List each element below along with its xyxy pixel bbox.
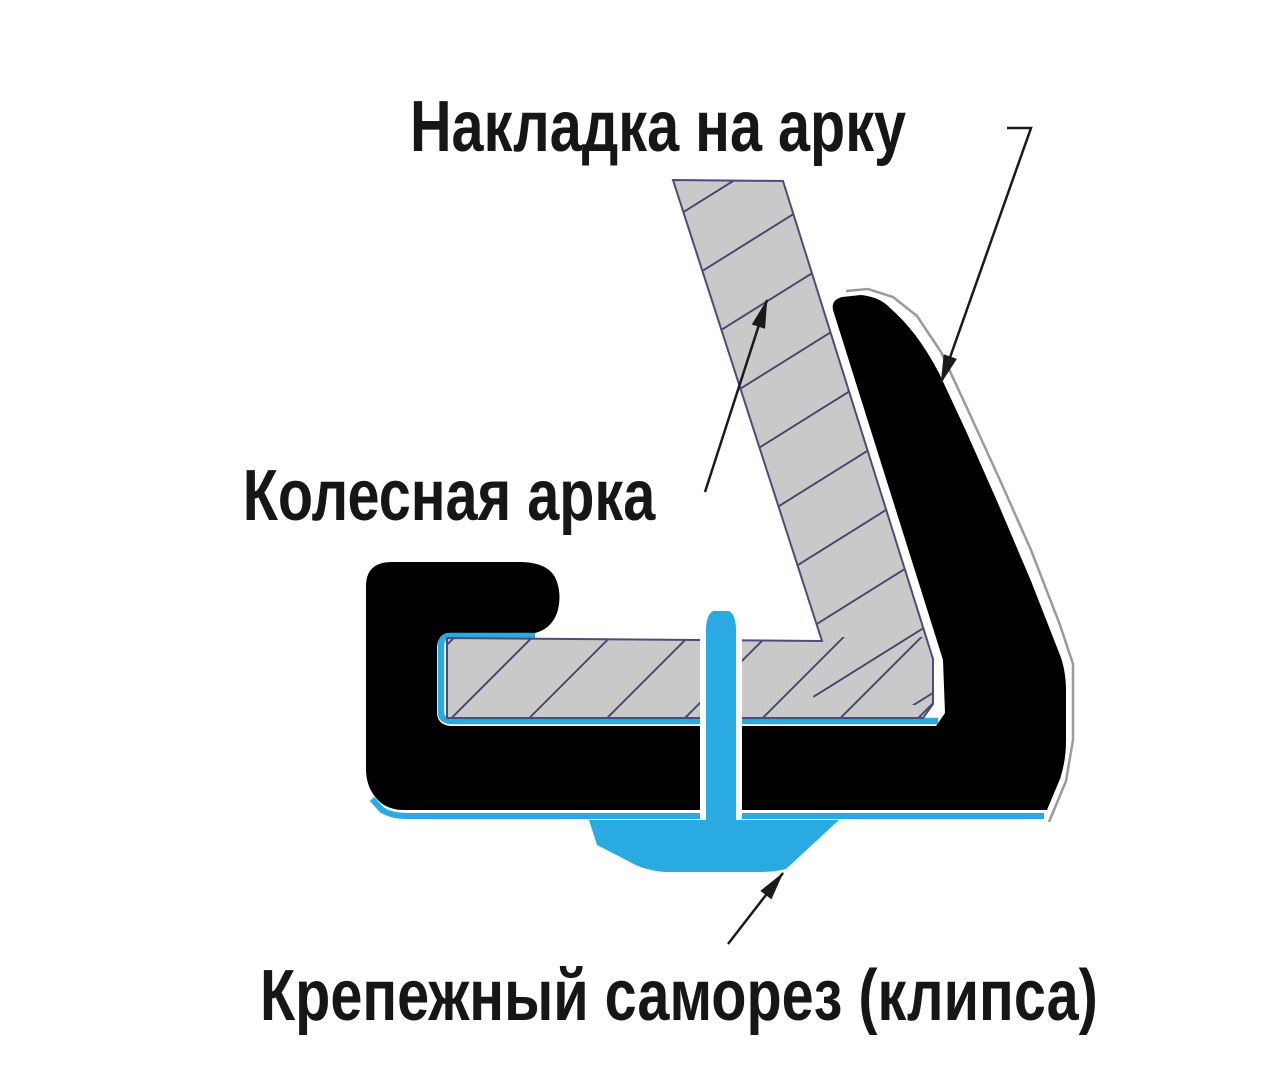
label-fastener-clip: Крепежный саморез (клипса) <box>260 956 1098 1036</box>
clip-liner-channel <box>437 632 938 725</box>
cad-outline-line <box>845 287 1075 823</box>
leader-arrow-arch <box>703 299 769 493</box>
clip-liner-bottom <box>369 796 1044 819</box>
wheel-arch-hatch-horizontal <box>447 637 933 718</box>
leader-arrow-clip <box>727 872 784 945</box>
leader-arrow-trim <box>939 126 1033 384</box>
label-wheel-arch: Колесная арка <box>242 456 656 536</box>
label-arch-trim: Накладка на арку <box>409 87 907 167</box>
clip-shaft <box>700 605 742 848</box>
arch-trim-shape <box>366 295 1066 810</box>
clip-head <box>589 820 839 872</box>
wheel-arch-outline <box>446 178 934 719</box>
